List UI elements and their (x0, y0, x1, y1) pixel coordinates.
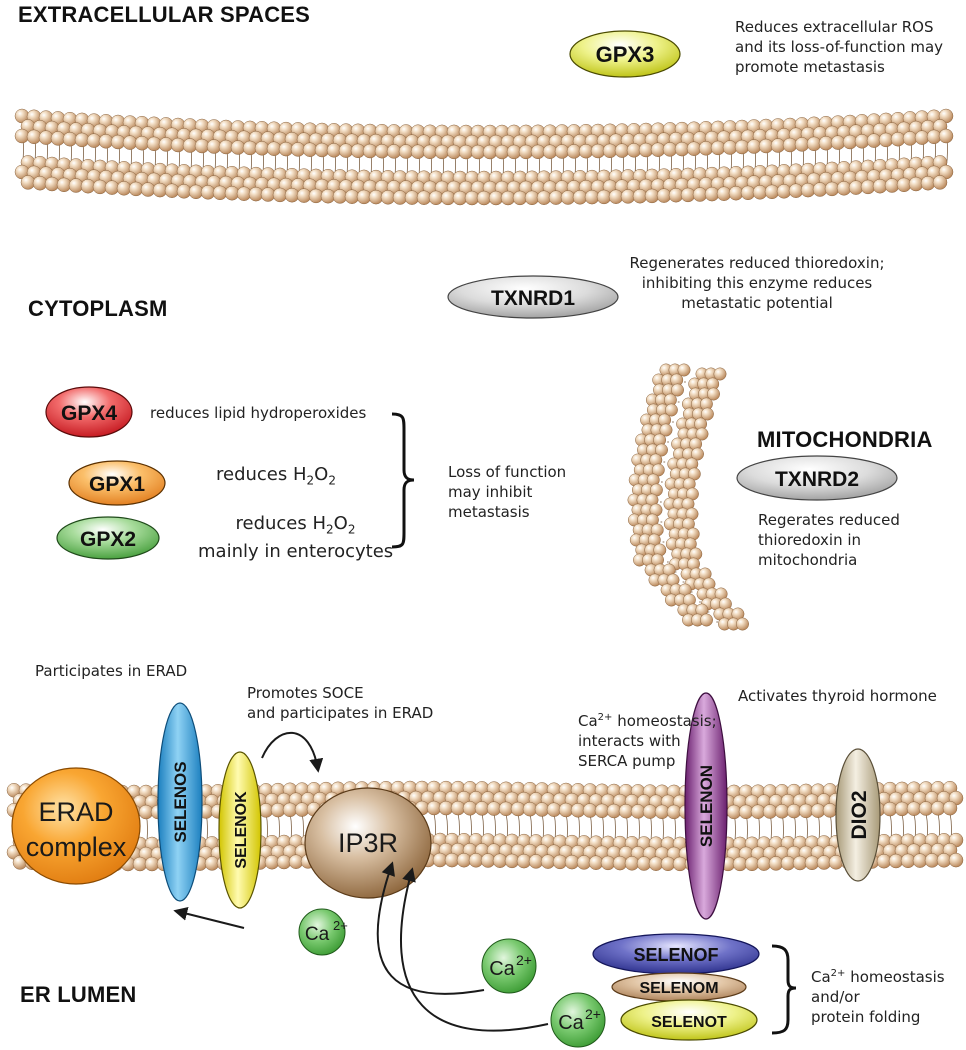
section-cytoplasm: CYTOPLASM (28, 296, 168, 321)
txnrd1-note: Regenerates reduced thioredoxin; inhibit… (629, 254, 885, 312)
section-mitochondria: MITOCHONDRIA (757, 427, 933, 452)
txnrd2-label: TXNRD2 (775, 468, 859, 491)
gpx2-note: reduces H2O2 mainly in enterocytes (198, 513, 394, 562)
selenos-label: SELENOS (171, 761, 190, 842)
svg-text:Ca: Ca (489, 958, 515, 980)
txnrd1-protein: TXNRD1 (447, 275, 619, 319)
svg-text:2+: 2+ (516, 952, 532, 968)
erad-label-line1: ERAD (38, 797, 113, 827)
selenof-label: SELENOF (633, 945, 718, 965)
txnrd2-protein: TXNRD2 (736, 455, 898, 501)
calcium-arrow (399, 867, 549, 1032)
calcium-ion: Ca 2+ (298, 908, 348, 956)
gpx1-note: reduces H2O2 (216, 464, 336, 488)
section-extracellular: EXTRACELLULAR SPACES (18, 2, 311, 27)
gpx4-note: reduces lipid hydroperoxides (150, 404, 367, 422)
plasma-membrane (14, 108, 954, 206)
calcium-arrow (376, 861, 485, 995)
selenos-protein: SELENOS (157, 702, 203, 902)
selenof-protein: SELENOF (592, 933, 760, 975)
txnrd1-label: TXNRD1 (491, 287, 575, 310)
folding-note: Ca2+ homeostasis and/or protein folding (811, 968, 945, 1026)
loss-of-function-note: Loss of function may inhibit metastasis (448, 463, 567, 521)
gpx3-label: GPX3 (596, 42, 655, 67)
gpx2-protein: GPX2 (56, 516, 160, 560)
selenot-label: SELENOT (651, 1014, 727, 1031)
gpx3-note: Reduces extracellular ROS and its loss-o… (735, 18, 944, 76)
selenon-label: SELENON (697, 765, 716, 847)
mitochondrial-membrane (627, 363, 749, 631)
soce-note: Promotes SOCE and participates in ERAD (247, 684, 434, 722)
svg-text:2+: 2+ (333, 918, 348, 933)
txnrd2-note: Regerates reduced thioredoxin in mitocho… (758, 511, 900, 569)
gpx2-label: GPX2 (80, 528, 136, 551)
dio2-note: Activates thyroid hormone (738, 687, 937, 705)
erad-note: Participates in ERAD (35, 662, 188, 680)
selenon-protein: SELENON (684, 692, 728, 920)
selenof-bracket (771, 944, 797, 1035)
erad-arrow (173, 906, 245, 929)
svg-text:Ca: Ca (558, 1012, 584, 1034)
ip3r-label: IP3R (338, 828, 398, 858)
soce-arrow (261, 731, 324, 773)
calcium-ion: Ca 2+ (481, 938, 537, 994)
gpx1-protein: GPX1 (68, 460, 166, 506)
erad-complex: ERAD complex (11, 767, 141, 885)
selenon-note: Ca2+ homeostasis; interacts with SERCA p… (578, 712, 717, 770)
calcium-ion: Ca 2+ (550, 992, 606, 1048)
gpx1-label: GPX1 (89, 473, 145, 496)
er-membrane (6, 780, 964, 872)
erad-label-line2: complex (26, 832, 127, 862)
selenom-label: SELENOM (639, 980, 718, 997)
selenot-protein: SELENOT (620, 999, 758, 1041)
svg-text:Ca: Ca (305, 924, 330, 945)
dio2-protein: DIO2 (835, 748, 881, 882)
ip3r-protein: IP3R (304, 787, 432, 899)
svg-text:2+: 2+ (585, 1006, 601, 1022)
selenom-protein: SELENOM (611, 972, 747, 1002)
gpx4-label: GPX4 (61, 402, 117, 425)
selenok-label: SELENOK (233, 791, 250, 869)
gpx-bracket (391, 412, 415, 549)
gpx4-protein: GPX4 (45, 386, 133, 438)
dio2-label: DIO2 (848, 790, 871, 839)
gpx3-protein: GPX3 (569, 30, 681, 78)
selenok-protein: SELENOK (218, 751, 262, 909)
section-er-lumen: ER LUMEN (20, 982, 137, 1007)
